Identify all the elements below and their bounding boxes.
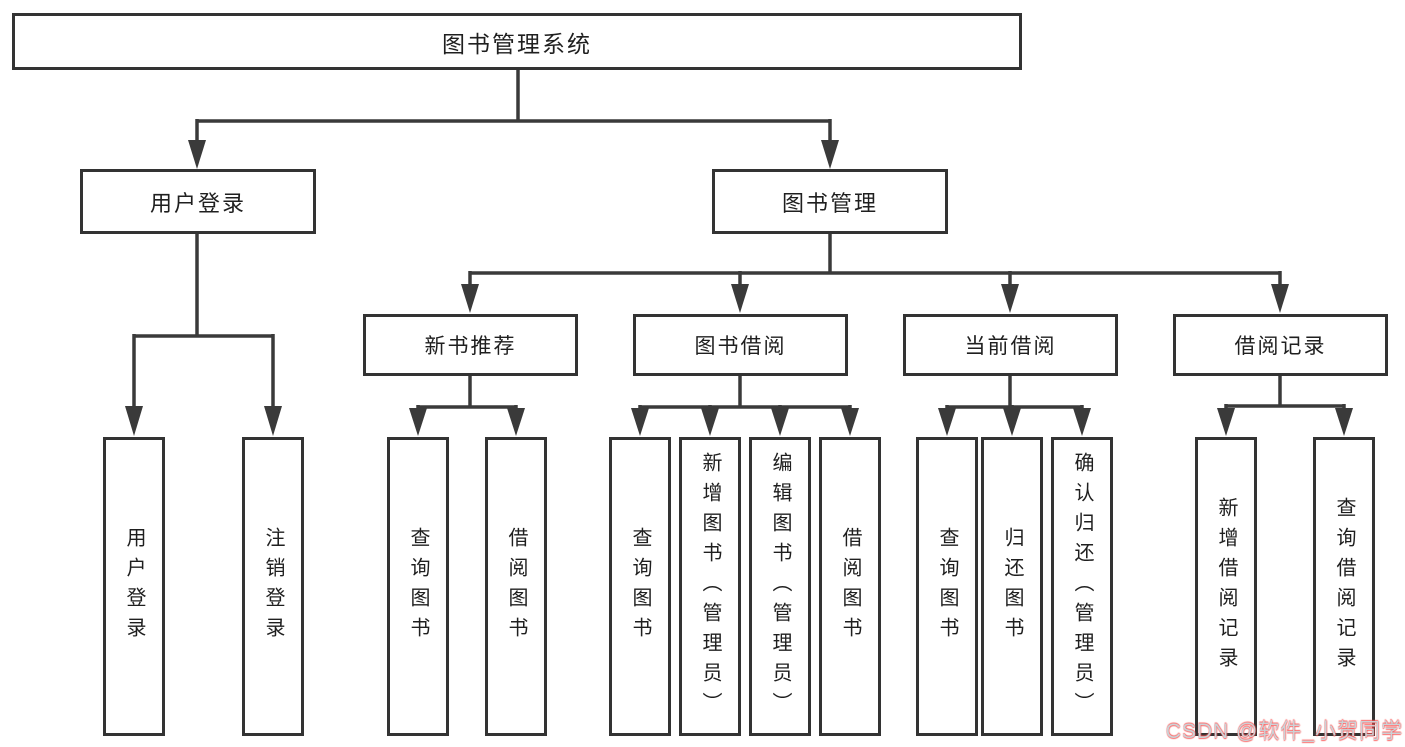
leaf-borrowing-add-books-admin: 新增图书（管理员） (679, 437, 741, 736)
leaf-borrowing-query-books: 查询图书 (609, 437, 671, 736)
connector-user-login-branch (125, 234, 282, 436)
leaf-records-add-record: 新增借阅记录 (1195, 437, 1257, 736)
node-current-borrowing: 当前借阅 (903, 314, 1118, 376)
leaf-user-login: 用户登录 (103, 437, 165, 736)
leaf-records-query-record: 查询借阅记录 (1313, 437, 1375, 736)
leaf-logout: 注销登录 (242, 437, 304, 736)
leaf-current-query-books: 查询图书 (916, 437, 978, 736)
leaf-borrowing-borrow-books: 借阅图书 (819, 437, 881, 736)
connector-book-borrowing (631, 376, 859, 436)
leaf-recommend-query-books: 查询图书 (387, 437, 449, 736)
leaf-current-confirm-return-admin: 确认归还（管理员） (1051, 437, 1113, 736)
connector-current-borrowing (938, 376, 1091, 436)
leaf-borrowing-edit-books-admin: 编辑图书（管理员） (749, 437, 811, 736)
connector-root-to-level2 (188, 70, 839, 169)
node-new-book-recommendation: 新书推荐 (363, 314, 578, 376)
leaf-current-return-books: 归还图书 (981, 437, 1043, 736)
connector-borrowing-records (1217, 376, 1353, 436)
connector-book-management-branch (461, 234, 1289, 313)
node-user-login-branch: 用户登录 (80, 169, 316, 234)
node-book-borrowing: 图书借阅 (633, 314, 848, 376)
node-borrowing-records: 借阅记录 (1173, 314, 1388, 376)
node-book-management-branch: 图书管理 (712, 169, 948, 234)
node-system-root: 图书管理系统 (12, 13, 1022, 70)
leaf-recommend-borrow-books: 借阅图书 (485, 437, 547, 736)
csdn-watermark: CSDN @软件_小贺同学 (1165, 720, 1403, 743)
connector-new-book-recommendation (409, 376, 525, 436)
